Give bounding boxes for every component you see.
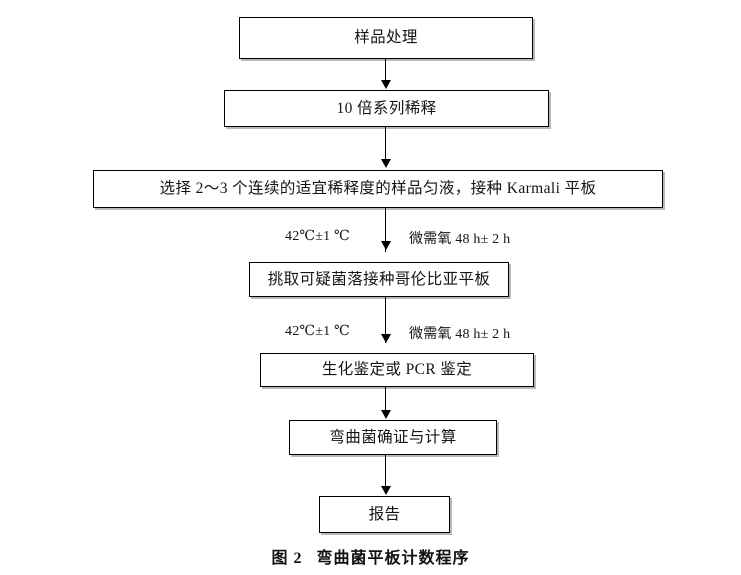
connector-6-7 (385, 455, 387, 488)
annotation-incubation-2-left: 42℃±1 ℃ (285, 324, 350, 339)
connector-2-3 (385, 127, 387, 161)
node-label: 弯曲菌确证与计算 (329, 428, 457, 446)
annotation-incubation-1-right: 微需氧 48 h± 2 h (409, 232, 511, 247)
arrowhead-3-4 (381, 241, 391, 250)
node-karmali-plating[interactable]: 选择 2～3 个连续的适宜稀释度的样品匀液，接种 Karmali 平板 (93, 170, 663, 208)
node-sample-treatment[interactable]: 样品处理 (239, 17, 533, 59)
arrowhead-2-3 (381, 159, 391, 168)
connector-4-5 (385, 297, 387, 343)
caption-number: 图 2 (271, 550, 303, 567)
figure-caption: 图 2 弯曲菌平板计数程序 (0, 544, 741, 568)
node-label: 选择 2～3 个连续的适宜稀释度的样品匀液，接种 Karmali 平板 (159, 180, 597, 198)
node-columbia-plating[interactable]: 挑取可疑菌落接种哥伦比亚平板 (249, 262, 509, 297)
caption-title: 弯曲菌平板计数程序 (316, 550, 470, 567)
node-identification[interactable]: 生化鉴定或 PCR 鉴定 (260, 353, 534, 387)
arrowhead-4-5 (381, 334, 391, 343)
node-label: 样品处理 (354, 29, 418, 47)
node-label: 报告 (368, 505, 401, 523)
node-label: 挑取可疑菌落接种哥伦比亚平板 (267, 270, 491, 288)
node-label: 10 倍系列稀释 (336, 99, 437, 117)
connector-3-4 (385, 208, 387, 252)
connector-1-2 (385, 59, 387, 82)
annotation-incubation-2-right: 微需氧 48 h± 2 h (409, 327, 511, 342)
arrowhead-1-2 (381, 80, 391, 89)
node-serial-dilution[interactable]: 10 倍系列稀释 (224, 90, 549, 127)
annotation-incubation-1-left: 42℃±1 ℃ (285, 229, 350, 244)
node-label: 生化鉴定或 PCR 鉴定 (321, 361, 473, 379)
arrowhead-5-6 (381, 410, 391, 419)
node-report[interactable]: 报告 (319, 496, 450, 533)
arrowhead-6-7 (381, 486, 391, 495)
node-confirm-count[interactable]: 弯曲菌确证与计算 (289, 420, 497, 455)
connector-5-6 (385, 387, 387, 413)
